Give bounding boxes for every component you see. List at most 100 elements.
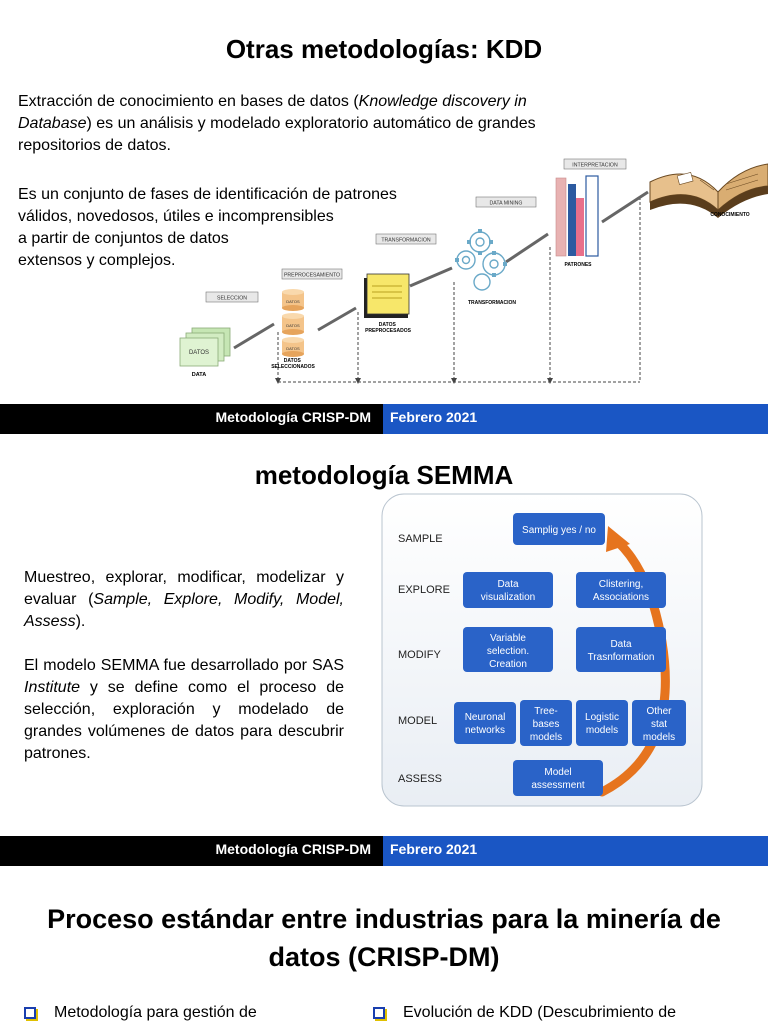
box-modify-2 bbox=[576, 627, 666, 672]
box-model-4 bbox=[632, 700, 686, 746]
box-model-3 bbox=[576, 700, 628, 746]
gears-icon bbox=[456, 231, 506, 291]
footer-date: Febrero 2021 bbox=[390, 841, 478, 857]
box-model-1 bbox=[454, 702, 516, 744]
tag-preprocesamiento: PREPROCESAMIENTO bbox=[284, 273, 340, 279]
box-text: models bbox=[586, 725, 618, 736]
semma-para-1-italic: Sample, Explore, Modify, Model, Assess bbox=[24, 591, 344, 630]
label-datos: DATOS bbox=[189, 350, 209, 356]
bullet-item: Metodología para gestión de bbox=[24, 1004, 344, 1022]
box-text: bases bbox=[533, 719, 560, 730]
slide-crisp-dm: Proceso estándar entre industrias para l… bbox=[0, 866, 768, 1024]
box-text: Creation bbox=[489, 659, 527, 670]
box-text: networks bbox=[465, 725, 505, 736]
label-patrones: PATRONES bbox=[564, 262, 592, 268]
box-text: stat bbox=[651, 719, 667, 730]
box-assess bbox=[513, 760, 603, 796]
phase-explore: EXPLORE bbox=[398, 584, 450, 596]
iteration-arrowhead bbox=[606, 526, 630, 552]
semma-para-2-italic: Institute bbox=[24, 679, 81, 696]
footer-blue-band: Febrero 2021 bbox=[383, 836, 768, 866]
box-explore-1 bbox=[463, 572, 553, 608]
box-model-2 bbox=[520, 700, 572, 746]
checkbox-bullet-icon bbox=[373, 1007, 385, 1019]
slide-title: Otras metodologías: KDD bbox=[225, 34, 543, 64]
preprocessed-data-icon bbox=[364, 273, 410, 318]
semma-para-1: Muestreo, explorar, modificar, modelizar… bbox=[24, 567, 344, 633]
bullet-text: Metodología para gestión de bbox=[54, 1004, 257, 1021]
box-text: visualization bbox=[481, 592, 535, 603]
kdd-definition-italic: Knowledge discovery in Database bbox=[18, 93, 527, 132]
semma-para-2-post: y se define como el proceso de selección… bbox=[24, 679, 344, 762]
box-text: Associations bbox=[593, 592, 649, 603]
slide-semma: metodología SEMMA Muestreo, explorar, mo… bbox=[0, 434, 768, 838]
box-text: Tree- bbox=[534, 706, 558, 717]
cylinder-label: DATOS bbox=[286, 323, 300, 328]
text-line: válidos, novedosos, útiles e incomprensi… bbox=[18, 208, 334, 225]
box-text: Trasnformation bbox=[588, 652, 655, 663]
slide-title: metodología SEMMA bbox=[254, 460, 514, 490]
semma-para-2: El modelo SEMMA fue desarrollado por SAS… bbox=[24, 655, 344, 765]
text-line: a partir de conjuntos de datos bbox=[18, 230, 229, 247]
database-cylinders-icon: DATOS DATOS DATOS bbox=[282, 289, 304, 357]
text-line: Es un conjunto de fases de identificació… bbox=[18, 186, 397, 203]
box-text: Clistering, bbox=[599, 579, 643, 590]
box-text: Neuronal bbox=[465, 712, 506, 723]
label-datos-seleccionados-line1: DATOS bbox=[284, 358, 302, 364]
tag-seleccion: SELECCION bbox=[217, 296, 247, 302]
box-sample-text: Samplig yes / no bbox=[522, 525, 596, 536]
box-text: Data bbox=[610, 639, 632, 650]
semma-para-1-pre: Muestreo, explorar, modificar, modelizar… bbox=[24, 569, 344, 608]
tag-data-mining: DATA MINING bbox=[490, 201, 523, 207]
step-tags: SELECCION PREPROCESAMIENTO TRANSFORMACIO… bbox=[205, 158, 627, 303]
semma-diagram: SAMPLE EXPLORE MODIFY MODEL ASSESS Sampl… bbox=[381, 493, 703, 807]
semma-para-2-pre: El modelo SEMMA fue desarrollado por SAS bbox=[24, 657, 344, 674]
footer-blue-band: Febrero 2021 bbox=[383, 404, 768, 434]
label-data: DATA bbox=[192, 372, 206, 378]
kdd-phases-description: Es un conjunto de fases de identificació… bbox=[18, 184, 438, 272]
text-line: extensos y complejos. bbox=[18, 252, 176, 269]
bullet-text: Evolución de KDD (Descubrimiento de bbox=[403, 1004, 677, 1021]
label-datos-preprocesados: DATOS PREPROCESADOS bbox=[365, 322, 412, 334]
phase-labels: SAMPLE EXPLORE MODIFY MODEL ASSESS bbox=[398, 533, 450, 785]
semma-para-1-post: ). bbox=[75, 613, 86, 630]
box-text: models bbox=[530, 732, 562, 743]
phase-model: MODEL bbox=[398, 715, 437, 727]
box-text: Logistic bbox=[585, 712, 619, 723]
phase-assess: ASSESS bbox=[398, 773, 442, 785]
box-text: assessment bbox=[531, 780, 585, 791]
phase-modify: MODIFY bbox=[398, 649, 441, 661]
footer-date: Febrero 2021 bbox=[390, 409, 478, 425]
box-text: Other bbox=[646, 706, 672, 717]
footer-black-band: Metodología CRISP-DM bbox=[0, 836, 383, 866]
patterns-bars-icon bbox=[555, 175, 599, 257]
kdd-definition-post: ) es un análisis y modelado exploratorio… bbox=[18, 115, 536, 154]
footer-title: Metodología CRISP-DM bbox=[215, 841, 371, 857]
slide-footer: Metodología CRISP-DM Febrero 2021 bbox=[0, 404, 768, 434]
checkbox-bullet-icon bbox=[24, 1007, 36, 1019]
cylinder-label: DATOS bbox=[286, 346, 300, 351]
kdd-definition-pre: Extracción de conocimiento en bases de d… bbox=[18, 93, 359, 110]
label-datos-seleccionados: DATOS SELECCIONADOS bbox=[271, 358, 315, 370]
semma-boxes bbox=[454, 513, 686, 796]
slide-title: Proceso estándar entre industrias para l… bbox=[0, 900, 768, 976]
step-arrows bbox=[233, 190, 649, 350]
title-line-1: Proceso estándar entre industrias para l… bbox=[47, 904, 721, 934]
data-pages-icon: DATOS bbox=[179, 327, 231, 367]
slide-footer: Metodología CRISP-DM Febrero 2021 bbox=[0, 836, 768, 866]
cylinder-label: DATOS bbox=[286, 299, 300, 304]
box-sample bbox=[513, 513, 605, 545]
label-datos-preprocesados-line1: DATOS bbox=[379, 322, 397, 328]
semma-description: Muestreo, explorar, modificar, modelizar… bbox=[24, 567, 344, 787]
box-text: Data bbox=[497, 579, 519, 590]
tag-interpretacion: INTERPRETACION bbox=[572, 163, 618, 169]
kdd-definition: Extracción de conocimiento en bases de d… bbox=[18, 91, 598, 157]
footer-black-band: Metodología CRISP-DM bbox=[0, 404, 383, 434]
label-datos-preprocesados-line2: PREPROCESADOS bbox=[365, 328, 412, 334]
title-line-2: datos (CRISP-DM) bbox=[268, 942, 500, 972]
label-transformacion: TRANSFORMACION bbox=[468, 300, 516, 306]
label-conocimiento: CONOCIMIENTO bbox=[710, 212, 749, 218]
slide-kdd: Otras metodologías: KDD Extracción de co… bbox=[0, 0, 768, 404]
box-modify-1 bbox=[463, 627, 553, 672]
gear-teeth bbox=[455, 229, 507, 277]
